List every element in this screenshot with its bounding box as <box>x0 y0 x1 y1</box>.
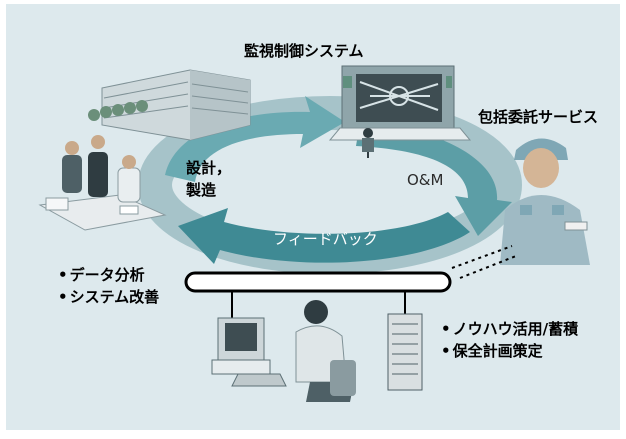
left-bullet-list: データ分析 システム改善 <box>58 264 160 308</box>
om-label: O&M <box>407 171 444 189</box>
list-item: データ分析 <box>58 264 159 286</box>
right-bullet-list: ノウハウ活用/蓄積 保全計画策定 <box>441 318 578 362</box>
building-icon <box>88 69 251 141</box>
list-item: 保全計画策定 <box>441 340 578 362</box>
cycle-arrows <box>138 96 522 274</box>
arrow-top <box>165 96 345 182</box>
design-manufacture-label: 設計， 製造 <box>186 157 231 201</box>
worker-icon <box>500 138 590 265</box>
comprehensive-service-label: 包括委託サービス <box>478 108 599 126</box>
wireless-link <box>451 245 517 279</box>
control-room-icon <box>328 65 472 158</box>
design-label-line1: 設計， <box>186 159 232 177</box>
network-bus <box>184 271 452 293</box>
arrow-right <box>356 122 512 236</box>
list-item: システム改善 <box>58 286 160 308</box>
list-item: ノウハウ活用/蓄積 <box>441 318 578 340</box>
monitoring-system-label: 監視制御システム <box>244 42 364 60</box>
meeting-people-icon <box>38 135 167 231</box>
design-label-line2: 製造 <box>186 181 217 199</box>
server-rack-icon <box>387 313 423 391</box>
arrow-bottom <box>178 208 470 264</box>
operator-computer-icon <box>211 300 356 402</box>
feedback-label: フィードバック <box>273 230 378 248</box>
